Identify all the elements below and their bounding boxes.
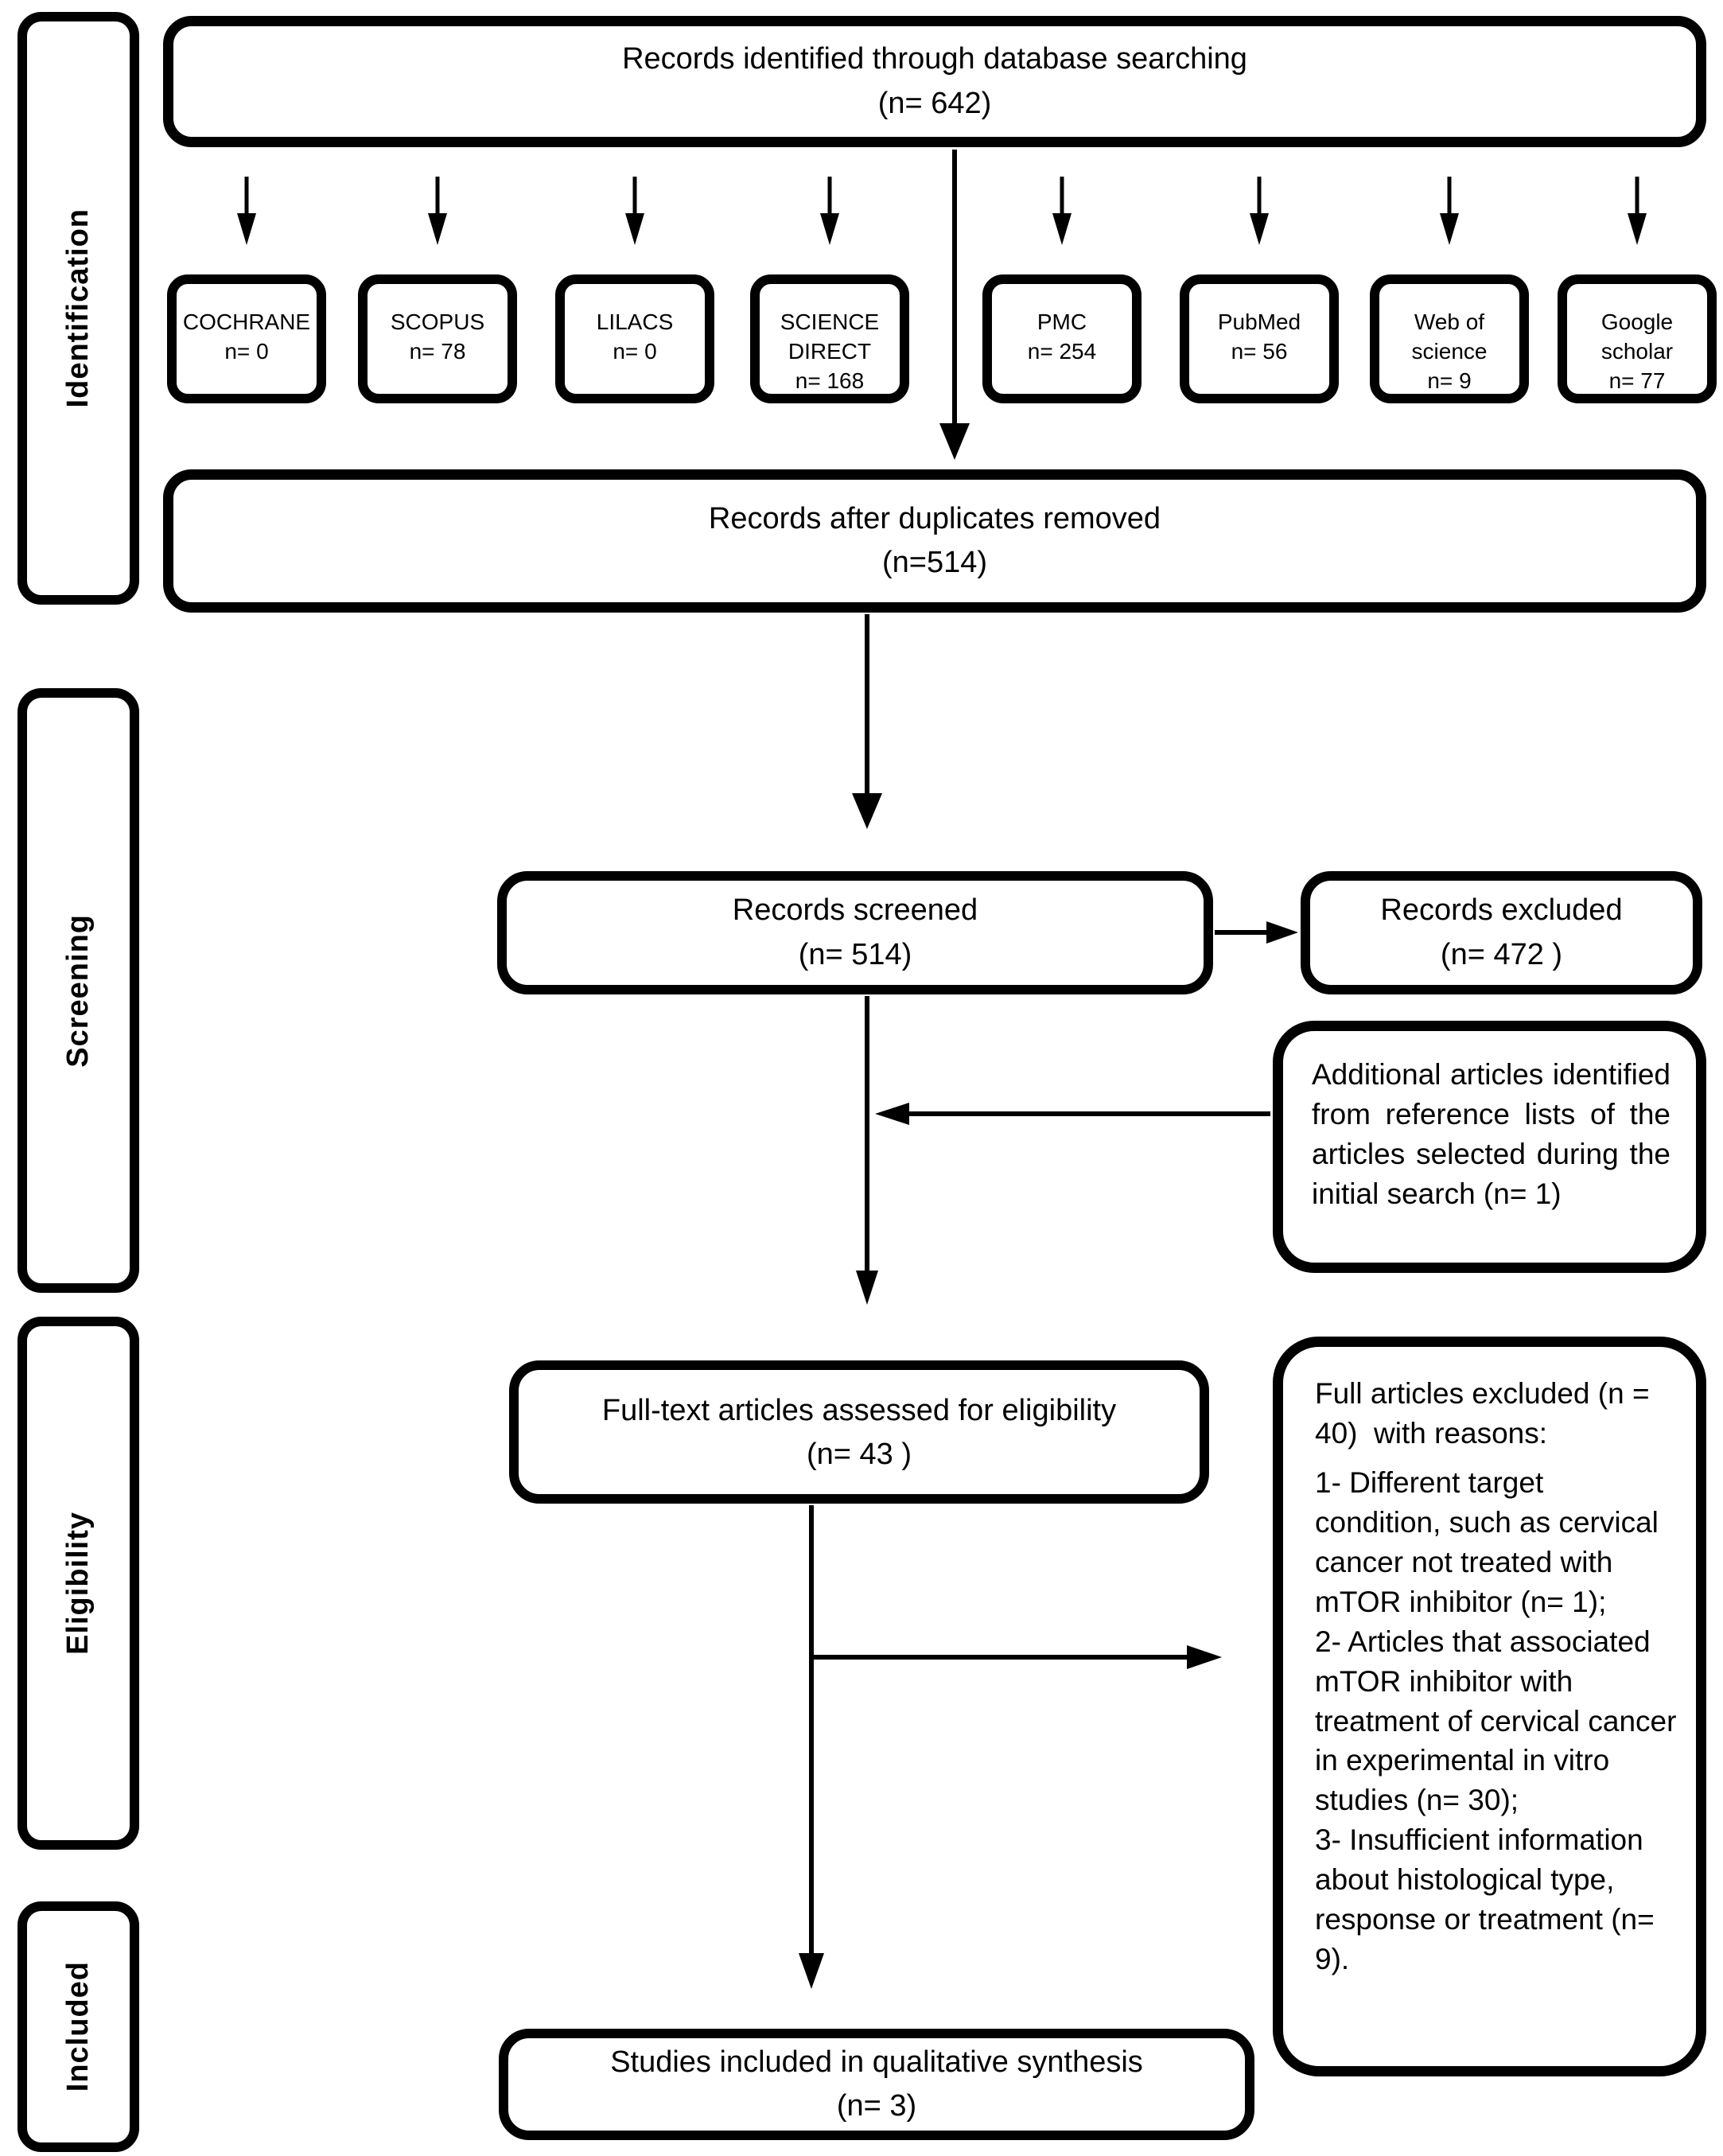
database-count: n= 0 [613,338,657,364]
arrow-fulltext-to-fulltext-excluded [811,1645,1222,1669]
arrow-additional-to-flow [875,1103,1270,1125]
database-count: n= 9 [1427,368,1472,393]
database-name: LILACS [596,309,674,334]
database-box-google-scholar: Google scholar n= 77 [1558,274,1717,403]
additional-articles-box: Additional articles identified from refe… [1273,1021,1706,1273]
arrow-fulltext-to-studies-included [799,1505,824,1989]
arrow-identified-to-after-duplicates [939,150,970,460]
stage-included-label: Included [61,1961,95,2092]
additional-articles-text: Additional articles identified from refe… [1312,1058,1670,1210]
arrow-identified-to-web-of-science [1440,177,1459,245]
database-count: n= 0 [224,338,269,364]
fulltext-assessed-text: Full-text articles assessed for eligibil… [601,1394,1117,1427]
database-name: Web of science [1411,309,1488,364]
arrow-identified-to-scopus [428,177,447,245]
stage-identification-label: Identification [61,208,95,408]
database-name: SCIENCE DIRECT [780,309,880,364]
arrow-screened-to-fulltext [856,996,878,1305]
fulltext-excluded-box: Full articles excluded (n = 40) with rea… [1273,1337,1706,2076]
fulltext-excluded-intro: Full articles excluded (n = 40) with rea… [1315,1377,1650,1450]
database-box-pmc: PMC n= 254 [982,274,1142,403]
records-identified-count: (n= 642) [877,86,992,120]
fulltext-assessed-count: (n= 43 ) [806,1438,912,1472]
fulltext-assessed-box: Full-text articles assessed for eligibil… [509,1360,1209,1504]
arrow-identified-to-google-scholar [1628,177,1647,245]
after-duplicates-text: Records after duplicates removed [708,501,1161,535]
database-box-web-of-science: Web of science n= 9 [1370,274,1529,403]
arrow-identified-to-lilacs [625,177,644,245]
arrow-identified-to-pmc [1052,177,1072,245]
database-name: PubMed [1217,309,1301,334]
database-box-pubmed: PubMed n= 56 [1180,274,1339,403]
records-screened-box: Records screened (n= 514) [497,871,1213,994]
database-name: PMC [1037,309,1087,334]
stage-included: Included [18,1901,139,2152]
database-box-cochrane: COCHRANE n= 0 [167,274,326,403]
exclusion-reason-1: 1- Different target condition, such as c… [1315,1465,1659,1618]
records-identified-text: Records identified through database sear… [622,42,1247,76]
records-excluded-count: (n= 472 ) [1440,937,1563,971]
records-identified-box: Records identified through database sear… [163,16,1706,147]
records-excluded-text: Records excluded [1380,893,1623,928]
database-box-scopus: SCOPUS n= 78 [358,274,517,403]
stage-eligibility: Eligibility [18,1317,139,1850]
database-box-science-direct: SCIENCE DIRECT n= 168 [750,274,909,403]
database-count: n= 77 [1608,368,1666,393]
database-count: n= 56 [1231,338,1288,364]
exclusion-reason-3: 3- Insufficient information about histol… [1315,1823,1655,1976]
records-screened-text: Records screened [732,893,978,928]
arrow-after-duplicates-to-screened [852,614,882,829]
records-screened-count: (n= 514) [798,937,912,971]
after-duplicates-count: (n=514) [881,546,988,579]
database-count: n= 168 [795,368,865,393]
arrow-identified-to-science-direct [820,177,839,245]
arrow-identified-to-cochrane [237,177,256,245]
stage-eligibility-label: Eligibility [61,1512,95,1655]
database-box-lilacs: LILACS n= 0 [555,274,714,403]
stage-screening-label: Screening [61,913,95,1068]
arrow-screened-to-excluded [1215,921,1298,944]
studies-included-box: Studies included in qualitative synthesi… [499,2029,1254,2140]
studies-included-text: Studies included in qualitative synthesi… [610,2045,1143,2079]
database-name: COCHRANE [182,309,311,334]
arrow-identified-to-pubmed [1250,177,1269,245]
database-count: n= 78 [409,338,466,364]
database-name: SCOPUS [390,309,485,334]
studies-included-count: (n= 3) [836,2089,917,2123]
database-name: Google scholar [1600,309,1674,364]
stage-screening: Screening [18,688,139,1293]
stage-identification: Identification [18,12,139,605]
after-duplicates-box: Records after duplicates removed (n=514) [163,469,1706,613]
records-excluded-box: Records excluded (n= 472 ) [1301,871,1702,994]
exclusion-reason-2: 2- Articles that associated mTOR inhibit… [1315,1625,1677,1817]
database-count: n= 254 [1027,338,1097,364]
